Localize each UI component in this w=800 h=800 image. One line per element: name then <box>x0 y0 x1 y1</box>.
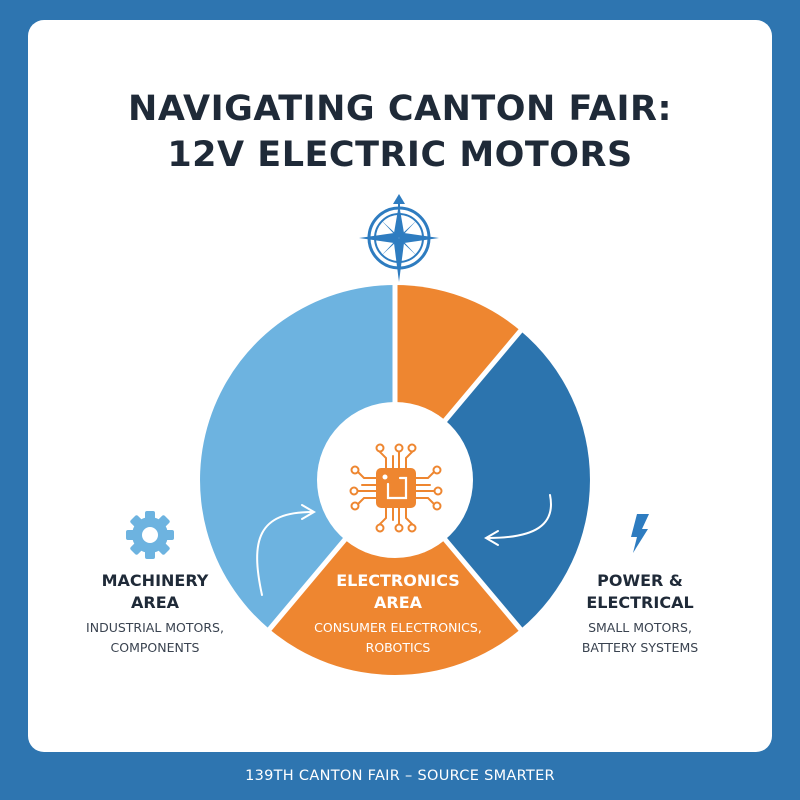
lightning-icon <box>631 514 649 553</box>
page-title: NAVIGATING CANTON FAIR: 12V ELECTRIC MOT… <box>0 86 800 178</box>
electronics-label: ELECTRONICS AREA CONSUMER ELECTRONICS, R… <box>300 570 496 658</box>
compass-icon <box>359 194 439 282</box>
power-title-2: ELECTRICAL <box>586 593 694 612</box>
power-title-1: POWER & <box>597 571 683 590</box>
power-desc-2: BATTERY SYSTEMS <box>581 640 699 655</box>
machinery-label: MACHINERY AREA INDUSTRIAL MOTORS, COMPON… <box>70 570 240 658</box>
electronics-title-1: ELECTRONICS <box>336 571 460 590</box>
machinery-title-1: MACHINERY <box>101 571 209 590</box>
electronics-desc-1: CONSUMER ELECTRONICS, <box>314 620 482 635</box>
slice-power[interactable] <box>395 330 590 630</box>
power-label: POWER & ELECTRICAL SMALL MOTORS, BATTERY… <box>560 570 720 658</box>
electronics-title-2: AREA <box>373 593 422 612</box>
power-desc: SMALL MOTORS, BATTERY SYSTEMS <box>560 618 720 658</box>
gear-icon <box>126 511 174 559</box>
power-desc-1: SMALL MOTORS, <box>588 620 692 635</box>
machinery-title-2: AREA <box>130 593 179 612</box>
arrow-power-to-center <box>484 494 552 546</box>
arrow-machinery-to-center <box>256 504 316 596</box>
electronics-desc: CONSUMER ELECTRONICS, ROBOTICS <box>300 618 496 658</box>
title-line-1: NAVIGATING CANTON FAIR: <box>128 89 672 129</box>
machinery-desc-2: COMPONENTS <box>110 640 200 655</box>
slice-electronics[interactable] <box>269 480 521 675</box>
machinery-desc: INDUSTRIAL MOTORS, COMPONENTS <box>70 618 240 658</box>
footer-banner: 139TH CANTON FAIR – SOURCE SMARTER <box>245 768 555 784</box>
machinery-desc-1: INDUSTRIAL MOTORS, <box>86 620 224 635</box>
chip-icon <box>349 443 443 533</box>
slice-machinery[interactable] <box>200 285 395 630</box>
electronics-desc-2: ROBOTICS <box>365 640 431 655</box>
title-line-2: 12V ELECTRIC MOTORS <box>167 135 633 175</box>
